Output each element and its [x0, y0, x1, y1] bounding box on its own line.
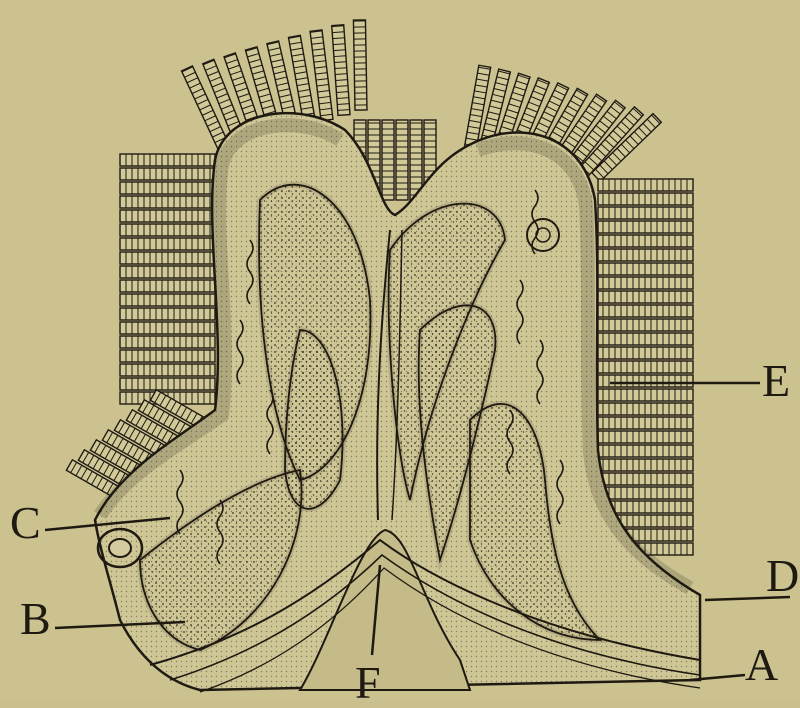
villus	[598, 207, 693, 219]
villus	[598, 375, 693, 387]
villus	[598, 445, 693, 457]
villus	[598, 221, 693, 233]
villus	[120, 294, 215, 306]
villus	[598, 431, 693, 443]
blood-vessel-inner	[109, 539, 131, 557]
villus	[396, 120, 408, 200]
villus	[598, 347, 693, 359]
villus	[598, 263, 693, 275]
villus	[598, 179, 693, 191]
villus	[120, 350, 215, 362]
villus	[120, 182, 215, 194]
villus-body	[382, 120, 394, 200]
villus	[332, 25, 350, 116]
villus	[598, 389, 693, 401]
villus	[598, 193, 693, 205]
villus	[598, 277, 693, 289]
villus	[598, 319, 693, 331]
villus	[353, 20, 367, 110]
villus	[598, 473, 693, 485]
villus	[598, 333, 693, 345]
label-b: B	[20, 596, 51, 642]
villus	[598, 361, 693, 373]
villus	[120, 238, 215, 250]
label-e: E	[762, 358, 790, 404]
villus	[120, 168, 215, 180]
villus	[120, 378, 215, 390]
villus	[598, 249, 693, 261]
villus	[598, 291, 693, 303]
villus	[120, 336, 215, 348]
label-c: C	[10, 500, 41, 546]
label-a: A	[745, 642, 778, 688]
villus	[598, 459, 693, 471]
villus-body	[396, 120, 408, 200]
label-d: D	[766, 553, 799, 599]
villus	[598, 305, 693, 317]
villus	[120, 280, 215, 292]
villus	[382, 120, 394, 200]
villus	[120, 364, 215, 376]
villus	[120, 252, 215, 264]
villus	[120, 322, 215, 334]
villus	[120, 266, 215, 278]
villus	[598, 417, 693, 429]
villus	[120, 224, 215, 236]
villus	[120, 210, 215, 222]
villus	[598, 487, 693, 499]
villus	[598, 235, 693, 247]
villus	[598, 403, 693, 415]
label-f: F	[355, 660, 381, 706]
villus	[120, 308, 215, 320]
villus	[120, 154, 215, 166]
villus	[120, 196, 215, 208]
